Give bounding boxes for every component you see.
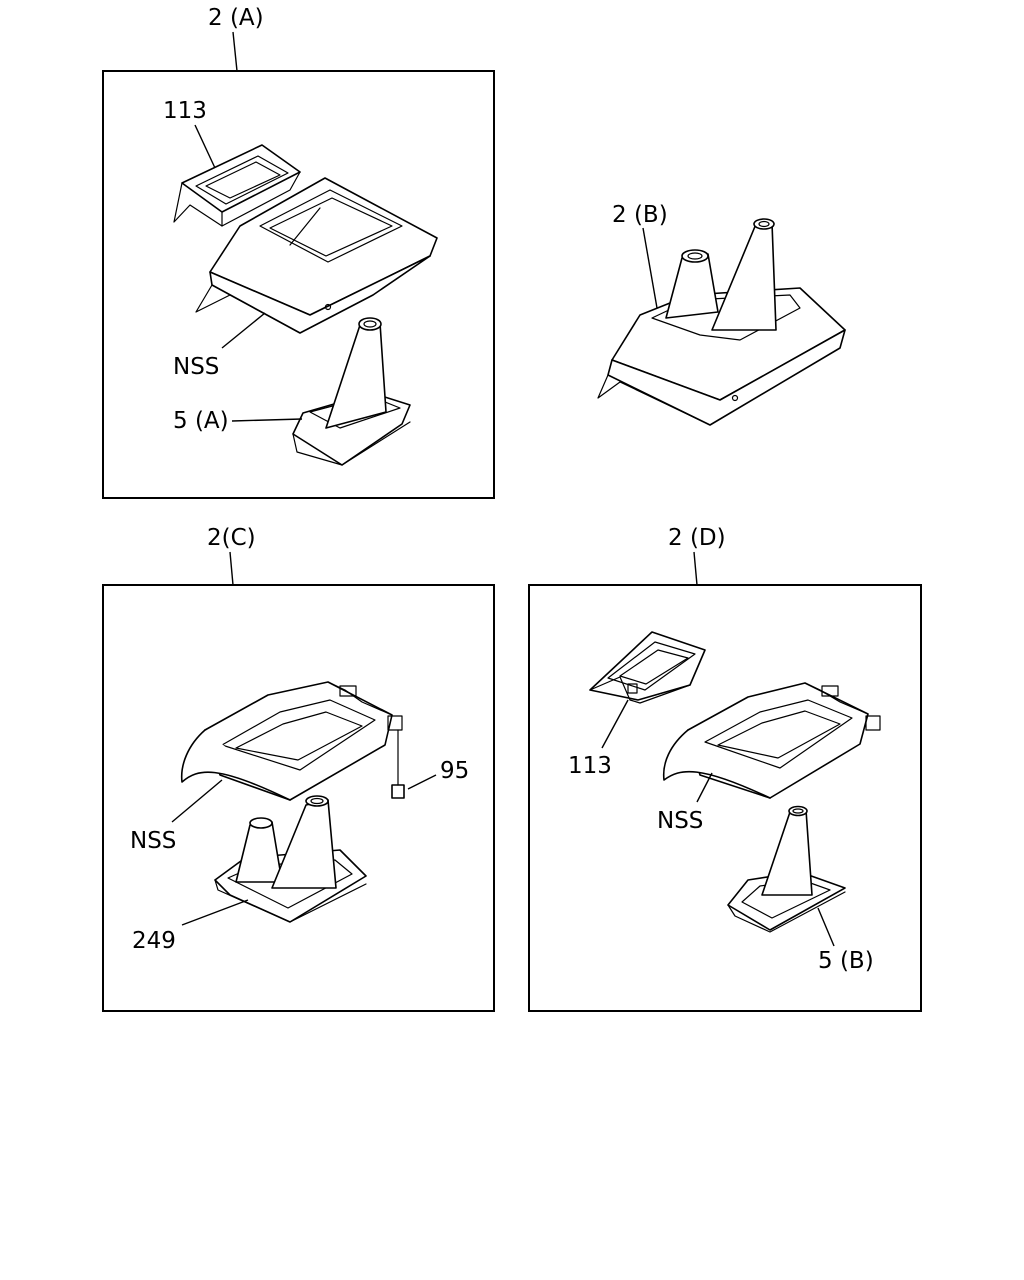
panel-a-boot <box>292 317 411 466</box>
panel-c-title: 2(C) <box>207 525 256 551</box>
panel-d-console <box>662 682 881 799</box>
panel-d-tray-leader <box>601 699 629 749</box>
panel-d-boot-leader <box>817 907 835 947</box>
panel-c-boot-label: 249 <box>132 928 176 954</box>
panel-d-title: 2 (D) <box>668 525 726 551</box>
panel-a-boot-leader <box>231 418 303 422</box>
panel-a-tray-label: 113 <box>163 98 207 124</box>
panel-a-tray <box>173 144 301 227</box>
panel-a-boot-label: 5 (A) <box>173 408 229 434</box>
panel-d-boot <box>727 805 846 933</box>
panel-d: 2 (D) 113 NSS <box>528 525 922 1012</box>
panel-d-frame <box>528 584 922 1012</box>
panel-c: 2(C) NSS 95 <box>102 525 495 1012</box>
panel-b: 2 (B) <box>597 202 846 426</box>
panel-d-tray-label: 113 <box>568 753 612 779</box>
panel-a: 2 (A) 113 NSS <box>102 5 495 499</box>
panel-a-console-label: NSS <box>173 354 219 380</box>
panel-d-title-leader <box>693 551 698 586</box>
panel-c-console <box>180 681 403 801</box>
panel-a-console-leader <box>221 312 266 349</box>
panel-d-tray <box>589 631 706 704</box>
panel-b-title: 2 (B) <box>612 202 668 228</box>
panel-a-tray-leader <box>194 124 216 169</box>
panel-b-console <box>597 218 846 426</box>
panel-c-title-leader <box>229 551 234 586</box>
panel-c-console-leader <box>171 779 223 823</box>
panel-a-title-leader <box>232 31 238 72</box>
panel-c-frame <box>102 584 495 1012</box>
panel-c-boot <box>214 795 367 923</box>
panel-c-boot-leader <box>181 899 249 926</box>
panel-a-title: 2 (A) <box>208 5 264 31</box>
panel-d-boot-label: 5 (B) <box>818 948 874 974</box>
panel-a-frame <box>102 70 495 499</box>
panel-b-title-leader <box>642 227 658 309</box>
panel-c-clip-leader <box>407 774 437 790</box>
panel-d-console-label: NSS <box>657 808 703 834</box>
panel-c-clip-label: 95 <box>440 758 469 784</box>
panel-c-clip <box>391 729 405 799</box>
panel-d-console-leader <box>696 772 713 803</box>
panel-c-console-label: NSS <box>130 828 176 854</box>
